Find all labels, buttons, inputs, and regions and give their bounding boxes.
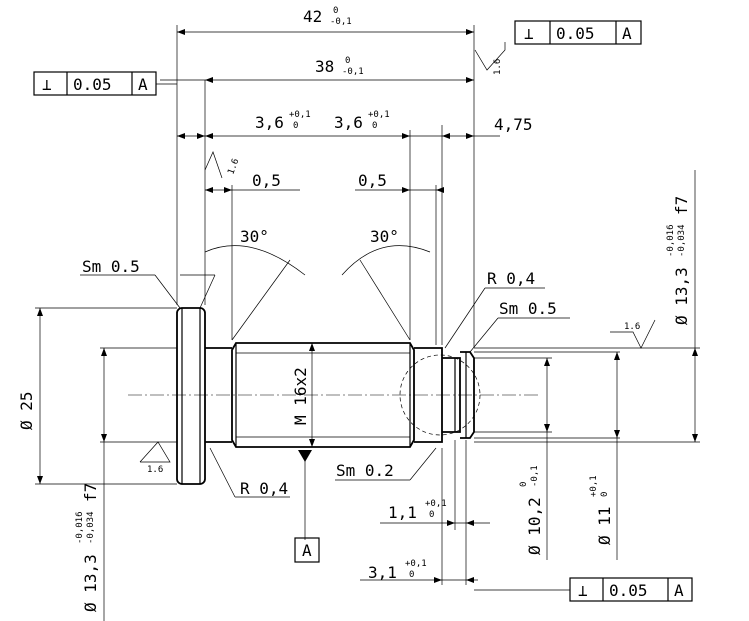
svg-text:-0,1: -0,1 bbox=[530, 465, 540, 487]
svg-text:-0,016: -0,016 bbox=[75, 511, 85, 544]
svg-text:A: A bbox=[622, 24, 632, 43]
end-tip bbox=[460, 351, 475, 439]
svg-text:A: A bbox=[302, 541, 312, 560]
dim-36-b: 3,6 bbox=[334, 113, 363, 132]
svg-text:Ø 13,3: Ø 13,3 bbox=[81, 554, 100, 612]
svg-text:0: 0 bbox=[372, 121, 377, 131]
roughness-3: 1.6 bbox=[624, 322, 640, 332]
svg-text:-0,1: -0,1 bbox=[342, 67, 364, 77]
svg-text:+0,1: +0,1 bbox=[425, 499, 447, 509]
note-sm-02: Sm 0.2 bbox=[336, 461, 394, 480]
svg-text:0: 0 bbox=[519, 482, 529, 487]
svg-text:⊥: ⊥ bbox=[524, 24, 534, 43]
dim-31: 3,1 bbox=[368, 563, 397, 582]
svg-text:Ø 11: Ø 11 bbox=[595, 506, 614, 545]
surface-symbol-4 bbox=[139, 441, 171, 463]
left-neck bbox=[205, 347, 232, 443]
fcf-top-right: ⊥ 0.05 A bbox=[514, 20, 642, 45]
svg-text:0: 0 bbox=[345, 56, 350, 66]
dim-05-right: 0,5 bbox=[358, 171, 387, 190]
svg-text:+0,1: +0,1 bbox=[405, 559, 427, 569]
svg-text:0: 0 bbox=[429, 510, 434, 520]
thread-body bbox=[231, 342, 415, 448]
svg-text:0: 0 bbox=[409, 570, 414, 580]
svg-text:Ø 13,3: Ø 13,3 bbox=[672, 267, 691, 325]
dim-38: 38 bbox=[315, 57, 334, 76]
svg-text:-0,016: -0,016 bbox=[666, 224, 676, 257]
note-r04-bottom: R 0,4 bbox=[240, 479, 288, 498]
svg-text:f7: f7 bbox=[672, 196, 691, 215]
svg-text:0: 0 bbox=[293, 121, 298, 131]
note-r04-top: R 0,4 bbox=[487, 269, 535, 288]
surface-symbol-2 bbox=[204, 151, 223, 179]
thread-label: M 16x2 bbox=[291, 367, 310, 425]
datum-box: A bbox=[294, 537, 320, 563]
dim-475: 4,75 bbox=[494, 115, 533, 134]
roughness-1: 1.6 bbox=[493, 59, 503, 75]
svg-text:0: 0 bbox=[600, 492, 610, 497]
svg-text:0.05: 0.05 bbox=[609, 581, 648, 600]
flange bbox=[176, 307, 206, 485]
surface-symbol-3 bbox=[610, 319, 656, 349]
svg-text:⊥: ⊥ bbox=[578, 581, 588, 600]
groove bbox=[442, 357, 461, 433]
svg-text:-0,034: -0,034 bbox=[677, 224, 687, 257]
fcf-bottom-right: ⊥ 0.05 A bbox=[569, 577, 693, 602]
dimension-lines bbox=[37, 29, 698, 621]
svg-text:Ø 10,2: Ø 10,2 bbox=[525, 497, 544, 555]
svg-text:f7: f7 bbox=[81, 483, 100, 502]
svg-text:A: A bbox=[138, 75, 148, 94]
svg-text:+0,1: +0,1 bbox=[589, 475, 599, 497]
note-sm-05-right: Sm 0.5 bbox=[499, 299, 557, 318]
part-outline bbox=[128, 307, 540, 485]
fcf-top-left: ⊥ 0.05 A bbox=[33, 71, 157, 96]
svg-text:+0,1: +0,1 bbox=[368, 110, 390, 120]
dim-phi-102: Ø 10,2 0 -0,1 bbox=[519, 465, 544, 555]
roughness-4: 1.6 bbox=[147, 465, 163, 475]
svg-text:-0,1: -0,1 bbox=[330, 17, 352, 27]
detail-circle bbox=[399, 354, 481, 436]
surface-symbol-1 bbox=[474, 42, 506, 71]
dim-36-a: 3,6 bbox=[255, 113, 284, 132]
extension-lines bbox=[35, 25, 700, 585]
dim-phi-25: Ø 25 bbox=[17, 391, 36, 430]
svg-text:⊥: ⊥ bbox=[42, 75, 52, 94]
svg-text:0.05: 0.05 bbox=[73, 75, 112, 94]
roughness-2: 1.6 bbox=[226, 157, 241, 176]
svg-text:+0,1: +0,1 bbox=[289, 110, 311, 120]
svg-text:A: A bbox=[674, 581, 684, 600]
right-shaft bbox=[414, 347, 443, 443]
dim-phi-11: Ø 11 +0,1 0 bbox=[589, 475, 614, 545]
leaders bbox=[80, 274, 570, 540]
dim-05-left: 0,5 bbox=[252, 171, 281, 190]
dim-phi-133-right: Ø 13,3 -0,016 -0,034 f7 bbox=[666, 196, 691, 325]
dim-11: 1,1 bbox=[388, 503, 417, 522]
angle-30-left: 30° bbox=[240, 227, 269, 246]
svg-text:0.05: 0.05 bbox=[556, 24, 595, 43]
svg-text:0: 0 bbox=[333, 6, 338, 16]
note-sm-05-left: Sm 0.5 bbox=[82, 257, 140, 276]
angle-30-right: 30° bbox=[370, 227, 399, 246]
dim-42: 42 bbox=[303, 7, 322, 26]
svg-text:-0,034: -0,034 bbox=[86, 511, 96, 544]
dim-phi-133-left: Ø 13,3 -0,016 -0,034 f7 bbox=[75, 483, 100, 612]
